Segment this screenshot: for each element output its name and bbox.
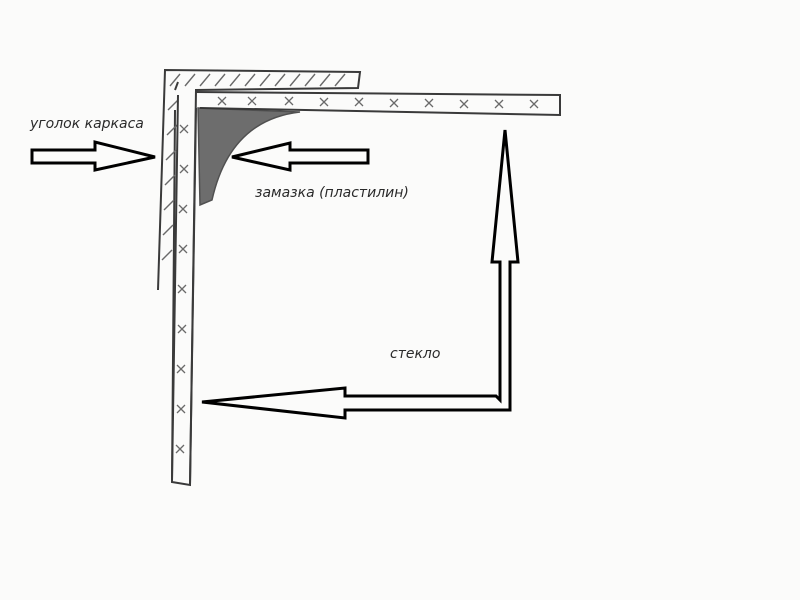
glass-vertical-cross-hatching	[175, 124, 189, 454]
frame-corner-pointer-arrow	[30, 140, 156, 172]
glass-label: стекло	[390, 346, 441, 362]
putty-label: замазка (пластилин)	[255, 185, 409, 201]
frame-corner-inner-line	[174, 81, 179, 91]
frame-corner-hatching	[161, 73, 346, 261]
frame-corner-profile	[157, 68, 362, 487]
putty-fillet	[197, 107, 301, 207]
putty-pointer-arrow	[231, 141, 370, 172]
glass-pane-horizontal	[194, 91, 561, 117]
glass-pointer-arrow	[201, 129, 520, 420]
frame-corner-outline	[157, 68, 362, 487]
glass-pane-vertical	[171, 94, 197, 486]
glass-horizontal-cross-hatching	[217, 96, 539, 109]
frame-corner-label: уголок каркаса	[30, 116, 144, 132]
